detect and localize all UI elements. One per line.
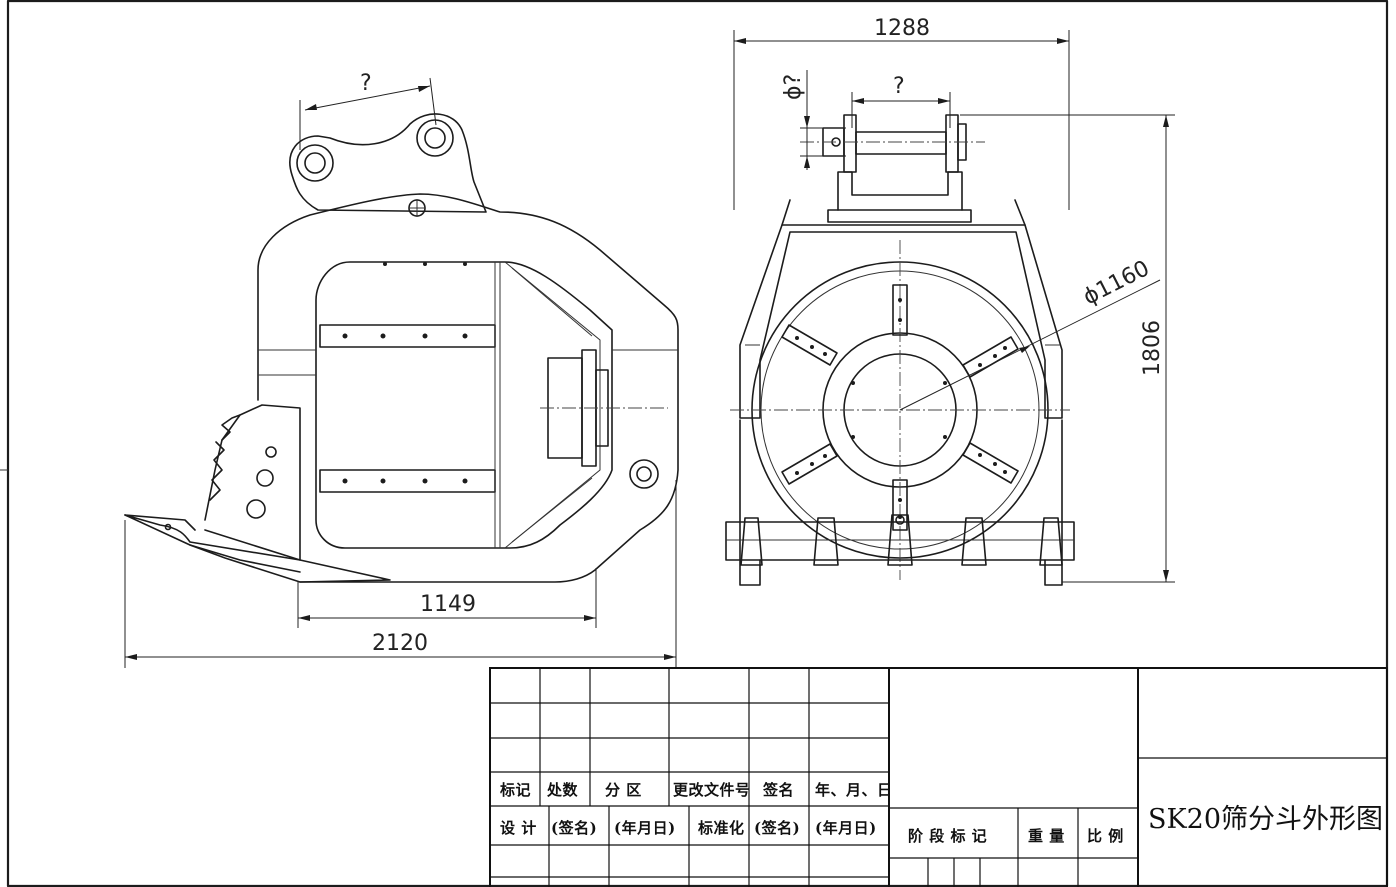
side-dimension-pin-spacing: ? [299, 71, 437, 150]
tb-design-signature: (签名) [551, 819, 597, 837]
front-mounting-bracket [800, 114, 985, 223]
tb-standardization-date: (年月日) [815, 819, 877, 837]
tb-header-signature: 签名 [762, 781, 794, 799]
tb-header-change-doc: 更改文件号 [673, 781, 751, 799]
front-dimension-pin-diameter: ϕ? [781, 70, 846, 170]
drawing-title: SK20筛分斗外形图 [1148, 804, 1383, 835]
front-dimension-overall-height: 1806 [960, 114, 1175, 583]
side-bolt-holes [342, 262, 468, 484]
side-frame-inner [315, 261, 613, 549]
front-drum [730, 240, 1070, 580]
side-view: ? 1149 2120 [124, 71, 679, 668]
drawing-border [6, 0, 1389, 887]
side-drive-motor [540, 349, 668, 489]
tb-header-mark: 标记 [499, 781, 531, 799]
tb-scale: 比 例 [1087, 827, 1124, 845]
side-mounting-bracket [289, 113, 487, 217]
front-teeth [725, 514, 1075, 566]
tb-header-zone: 分 区 [605, 781, 642, 799]
tb-stage-mark: 阶 段 标 记 [908, 827, 987, 845]
side-frame-outer [257, 193, 679, 583]
front-dimension-overall-width: 1288 [733, 16, 1070, 210]
side-pin-spacing-label: ? [360, 71, 372, 96]
front-view: 1288 ? ϕ? ϕ1160 1 [725, 16, 1175, 586]
tb-header-count: 处数 [546, 781, 579, 799]
front-overall-width-label: 1288 [874, 16, 930, 41]
title-block: 标记 处数 分 区 更改文件号 签名 年、月、日 设 计 (签名) (年月日) … [489, 667, 1388, 887]
tb-weight: 重 量 [1028, 827, 1065, 845]
side-dimension-inner-length: 1149 [297, 568, 597, 628]
tb-standardization-signature: (签名) [754, 819, 800, 837]
front-dimension-pin-length: ? [851, 74, 951, 128]
tb-design-date: (年月日) [614, 819, 676, 837]
front-overall-height-label: 1806 [1140, 320, 1165, 376]
side-inner-length-label: 1149 [420, 592, 476, 617]
side-cutting-edge [124, 404, 391, 583]
tb-standardization: 标准化 [697, 819, 745, 837]
front-pin-diameter-label: ϕ? [781, 74, 806, 100]
tb-design: 设 计 [500, 819, 537, 837]
front-pin-length-label: ? [893, 74, 905, 99]
front-dimension-drum-diameter: ϕ1160 [899, 256, 1161, 411]
tb-header-date: 年、月、日 [815, 781, 893, 799]
front-side-plates [739, 199, 1063, 419]
side-dimension-overall-length: 2120 [124, 480, 677, 668]
side-overall-length-label: 2120 [372, 631, 428, 656]
